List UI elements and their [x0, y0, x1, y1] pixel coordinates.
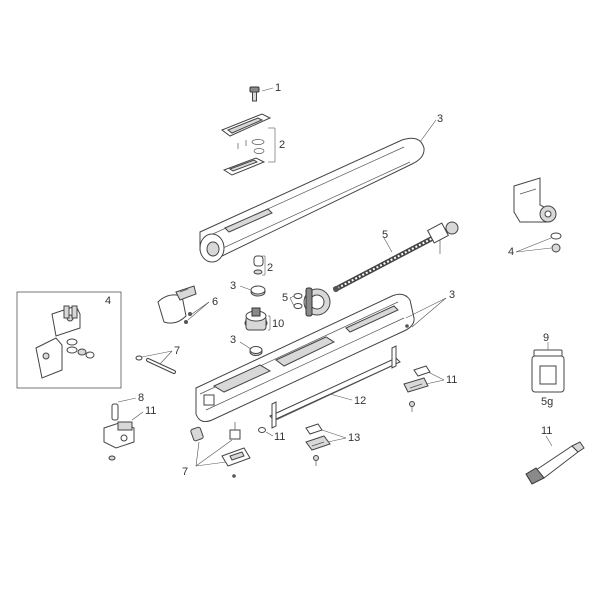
- callout-1: 1: [275, 82, 281, 94]
- part-2-cover-assembly: [220, 113, 276, 176]
- callout-2-lower: 2: [267, 262, 273, 274]
- part-11-pads-right: [403, 365, 445, 412]
- callout-11-rail: 12: [354, 395, 366, 407]
- callout-3-housing: 3: [437, 113, 443, 125]
- part-9-bolt: [111, 397, 137, 421]
- lower-housing-base: [195, 293, 447, 422]
- part-11-lower-left-set: [190, 422, 251, 478]
- callout-7-lower: 11: [274, 431, 285, 443]
- callout-5-gear: 5: [282, 292, 288, 304]
- part-3-washer-a: [239, 285, 266, 297]
- part-7-pin-left: [135, 350, 176, 374]
- part-11-mounting-rail: [269, 345, 401, 429]
- part-3-washer-b: [239, 341, 263, 356]
- callout-13: 11: [541, 425, 552, 437]
- part-2-small-cap: [253, 255, 266, 276]
- callout-7-left: 7: [174, 345, 180, 357]
- part-4-bracket-kit-box: [16, 291, 122, 389]
- callout-2-top: 2: [279, 139, 285, 151]
- part-7-pin-lower: [258, 427, 274, 437]
- part-6-sensor: [157, 285, 210, 324]
- callout-5-worm: 5: [382, 229, 388, 241]
- callout-12: 9: [543, 332, 549, 344]
- part-11-pads-middle: [305, 423, 347, 466]
- part-3-upper-housing: [199, 119, 437, 263]
- callout-11-middle: 13: [348, 432, 360, 444]
- part-12-grease-jar: [531, 342, 565, 393]
- part-8-clevis: [103, 411, 144, 461]
- callout-11-left: 7: [182, 466, 188, 478]
- callout-3-washer-b: 3: [230, 334, 236, 346]
- grease-jar-weight-label: 5g: [541, 396, 553, 408]
- callout-10: 10: [272, 318, 284, 330]
- callout-3-base: 3: [449, 289, 455, 301]
- callout-3-washer-a: 3: [230, 280, 236, 292]
- part-5-worm-screw: [332, 221, 459, 293]
- callout-11-right: 11: [446, 374, 457, 386]
- callout-8: 11: [145, 405, 156, 417]
- part-5-gear: [289, 287, 331, 317]
- callout-9: 8: [138, 392, 144, 404]
- callout-6: 6: [212, 296, 218, 308]
- part-13-grease-tube: [525, 435, 585, 485]
- part-10-gear-assembly: [244, 307, 271, 331]
- part-1-screw: [249, 86, 274, 102]
- callout-4-right: 4: [508, 246, 514, 258]
- callout-4-box: 4: [105, 295, 111, 307]
- part-4-bracket-right: [513, 177, 562, 253]
